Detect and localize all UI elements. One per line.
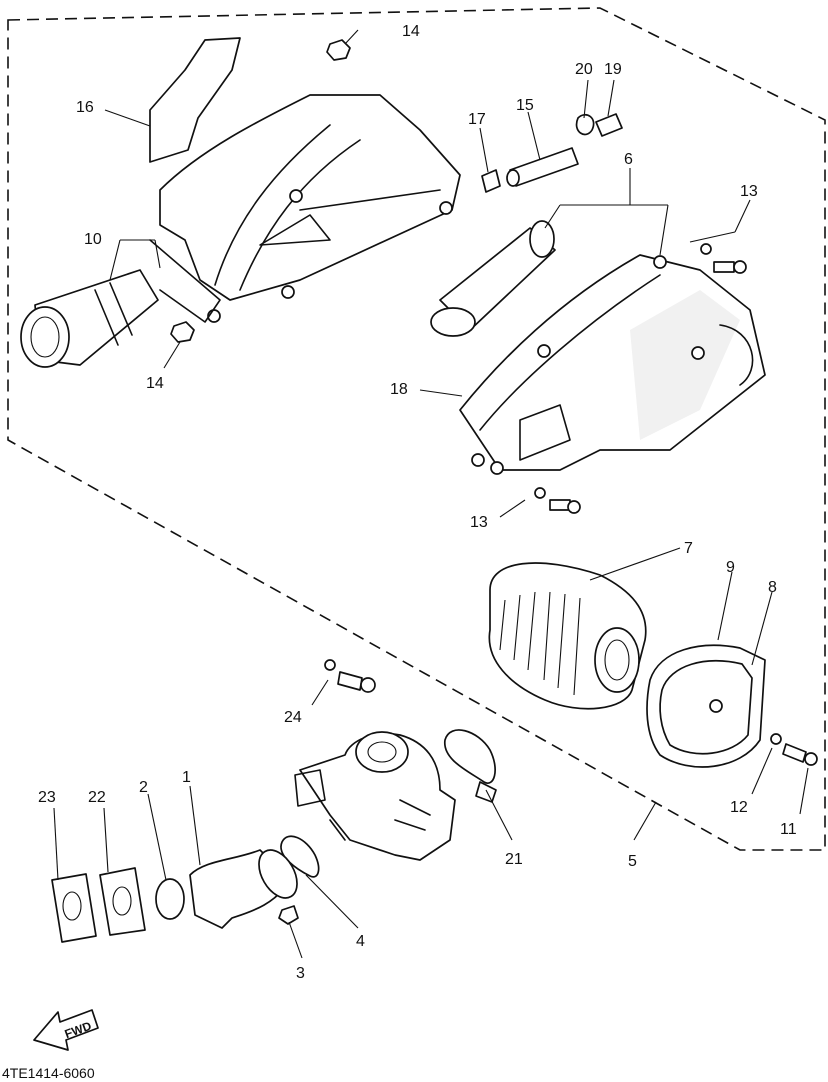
air-cleaner-case bbox=[430, 220, 766, 475]
cover-plate-16 bbox=[149, 37, 241, 163]
callout-6: 6 bbox=[624, 151, 633, 168]
leader-lines bbox=[53, 29, 809, 959]
callout-18: 18 bbox=[390, 381, 408, 398]
callout-19: 19 bbox=[604, 61, 622, 78]
gasket-23 bbox=[51, 873, 97, 943]
callout-14-top: 14 bbox=[402, 23, 420, 40]
callout-14-lower: 14 bbox=[146, 375, 164, 392]
callout-4: 4 bbox=[356, 933, 365, 950]
clamp-21 bbox=[444, 729, 496, 784]
fwd-direction-arrow: FWD bbox=[33, 1009, 99, 1051]
callout-7: 7 bbox=[684, 540, 693, 557]
callout-12: 12 bbox=[730, 799, 748, 816]
o-ring-2 bbox=[155, 878, 185, 920]
callout-15: 15 bbox=[516, 97, 534, 114]
callout-labels: 14 16 14 17 15 20 19 6 13 10 18 13 7 9 8… bbox=[38, 23, 797, 982]
callout-2: 2 bbox=[139, 779, 148, 796]
callout-21: 21 bbox=[505, 851, 523, 868]
assembly-boundary-5 bbox=[7, 7, 826, 851]
callout-3: 3 bbox=[296, 965, 305, 982]
air-duct-cover bbox=[20, 37, 461, 368]
clip-17 bbox=[481, 169, 501, 193]
clip-20 bbox=[575, 113, 595, 136]
cover-8 bbox=[659, 659, 753, 755]
callout-22: 22 bbox=[88, 789, 106, 806]
air-cleaner-element bbox=[488, 562, 818, 768]
callout-8: 8 bbox=[768, 579, 777, 596]
nut-14-top bbox=[326, 39, 351, 61]
callout-20: 20 bbox=[575, 61, 593, 78]
plug-19 bbox=[595, 113, 623, 137]
nut-14-lower bbox=[170, 321, 195, 343]
drawing-code: 4TE1414-6060 bbox=[2, 1065, 95, 1081]
callout-9: 9 bbox=[726, 559, 735, 576]
small-hardware bbox=[170, 39, 747, 514]
callout-23: 23 bbox=[38, 789, 56, 806]
intake-duct bbox=[159, 94, 461, 301]
carburetor-group bbox=[51, 659, 497, 943]
hose-15 bbox=[509, 147, 579, 187]
carburetor bbox=[299, 732, 456, 861]
callout-5: 5 bbox=[628, 853, 637, 870]
callout-10: 10 bbox=[84, 231, 102, 248]
callout-1: 1 bbox=[182, 769, 191, 786]
callout-11: 11 bbox=[780, 821, 797, 838]
callout-24: 24 bbox=[284, 709, 302, 726]
callout-13-lower: 13 bbox=[470, 514, 488, 531]
callout-16: 16 bbox=[76, 99, 94, 116]
callout-13-top: 13 bbox=[740, 183, 758, 200]
insulator-22 bbox=[99, 867, 146, 936]
callout-17: 17 bbox=[468, 111, 486, 128]
